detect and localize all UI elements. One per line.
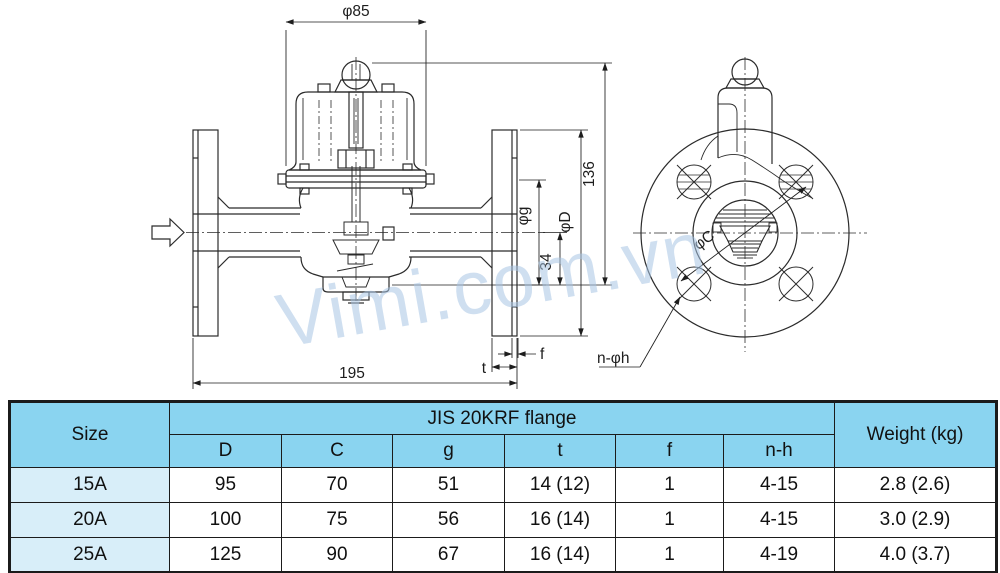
dim-label-phiD: φD xyxy=(557,211,574,232)
table-cell: 16 (14) xyxy=(504,537,616,573)
dim-label-phi85: φ85 xyxy=(342,3,369,20)
column-header-flange-group: JIS 20KRF flange xyxy=(168,401,836,435)
dimension-phiD: φD xyxy=(520,129,588,337)
end-view: φC n-φh xyxy=(597,57,867,368)
centerlines-end xyxy=(633,57,867,352)
table-row: 15A 95 70 51 14 (12) 1 4-15 2.8 (2.6) xyxy=(9,467,998,503)
table-cell: 75 xyxy=(281,502,393,538)
table-header-row-group: Size JIS 20KRF flange Weight (kg) xyxy=(9,401,998,468)
dimension-f: f xyxy=(498,338,545,363)
dimension-nphih: n-φh xyxy=(597,296,681,368)
table-cell: 51 xyxy=(392,467,505,503)
table-cell: 125 xyxy=(169,537,282,573)
dimension-136: 136 xyxy=(372,62,612,286)
dim-label-phig: φg xyxy=(515,207,532,226)
right-flange xyxy=(480,129,518,337)
adjusting-screw-cap xyxy=(334,60,378,93)
dimension-t: t xyxy=(482,338,518,377)
dimension-phiC: φC xyxy=(680,186,807,282)
table-row: 25A 125 90 67 16 (14) 1 4-19 4.0 (3.7) xyxy=(9,537,998,573)
flange-outer-circle xyxy=(640,128,850,338)
valve-trim xyxy=(332,166,380,288)
table-cell: 100 xyxy=(169,502,282,538)
column-header-t: t xyxy=(504,434,616,468)
weight-cell: 3.0 (2.9) xyxy=(834,502,998,538)
dim-label-195: 195 xyxy=(339,365,365,382)
column-header-n-h: n-h xyxy=(722,434,836,468)
column-header-size: Size xyxy=(9,401,170,468)
dimensions-front: φ85 136 φD φg xyxy=(192,3,612,389)
size-cell: 15A xyxy=(9,467,170,503)
left-flange xyxy=(192,129,230,337)
table-header-row-sub: D C g t f n-h xyxy=(10,434,997,468)
dimension-195: 195 xyxy=(192,338,518,389)
dim-label-34: 34 xyxy=(538,253,555,271)
valve-technical-drawing: φ85 136 φD φg xyxy=(151,3,867,389)
pipe-body xyxy=(193,207,517,258)
table-cell: 14 (12) xyxy=(504,467,616,503)
size-cell: 20A xyxy=(9,502,170,538)
dim-label-nphih: n-φh xyxy=(597,350,629,367)
table-cell: 1 xyxy=(615,467,724,503)
dimension-phig: φg xyxy=(515,179,546,286)
table-cell: 1 xyxy=(615,502,724,538)
table-cell: 16 (14) xyxy=(504,502,616,538)
dim-label-f: f xyxy=(540,346,545,363)
centerlines-front xyxy=(186,57,545,303)
column-header-C: C xyxy=(281,434,393,468)
front-view xyxy=(151,57,545,337)
dim-label-t: t xyxy=(482,360,487,377)
column-header-D: D xyxy=(169,434,282,468)
table-cell: 90 xyxy=(281,537,393,573)
table-cell: 1 xyxy=(615,537,724,573)
column-header-g: g xyxy=(392,434,505,468)
dim-label-136: 136 xyxy=(581,161,598,187)
table-cell: 70 xyxy=(281,467,393,503)
column-header-weight: Weight (kg) xyxy=(834,401,998,468)
flow-arrow-icon xyxy=(151,217,185,248)
dimension-phi85: φ85 xyxy=(285,3,427,166)
table-cell: 4-15 xyxy=(722,502,836,538)
dim-label-phiC: φC xyxy=(691,227,718,253)
table-cell: 4-15 xyxy=(722,467,836,503)
table-cell: 4-19 xyxy=(722,537,836,573)
table-cell: 56 xyxy=(392,502,505,538)
spring-coils xyxy=(318,100,394,164)
weight-cell: 2.8 (2.6) xyxy=(834,467,998,503)
valve-body xyxy=(298,187,414,304)
spec-table: Size JIS 20KRF flange Weight (kg) D C g … xyxy=(8,400,999,573)
bonnet-neck xyxy=(700,58,813,199)
table-cell: 95 xyxy=(169,467,282,503)
column-header-f: f xyxy=(615,434,724,468)
table-cell: 67 xyxy=(392,537,505,573)
spring-chamber xyxy=(288,83,422,171)
dimension-34: 34 xyxy=(538,232,567,286)
table-row: 20A 100 75 56 16 (14) 1 4-15 3.0 (2.9) xyxy=(9,502,998,538)
size-cell: 25A xyxy=(9,537,170,573)
weight-cell: 4.0 (3.7) xyxy=(834,537,998,573)
